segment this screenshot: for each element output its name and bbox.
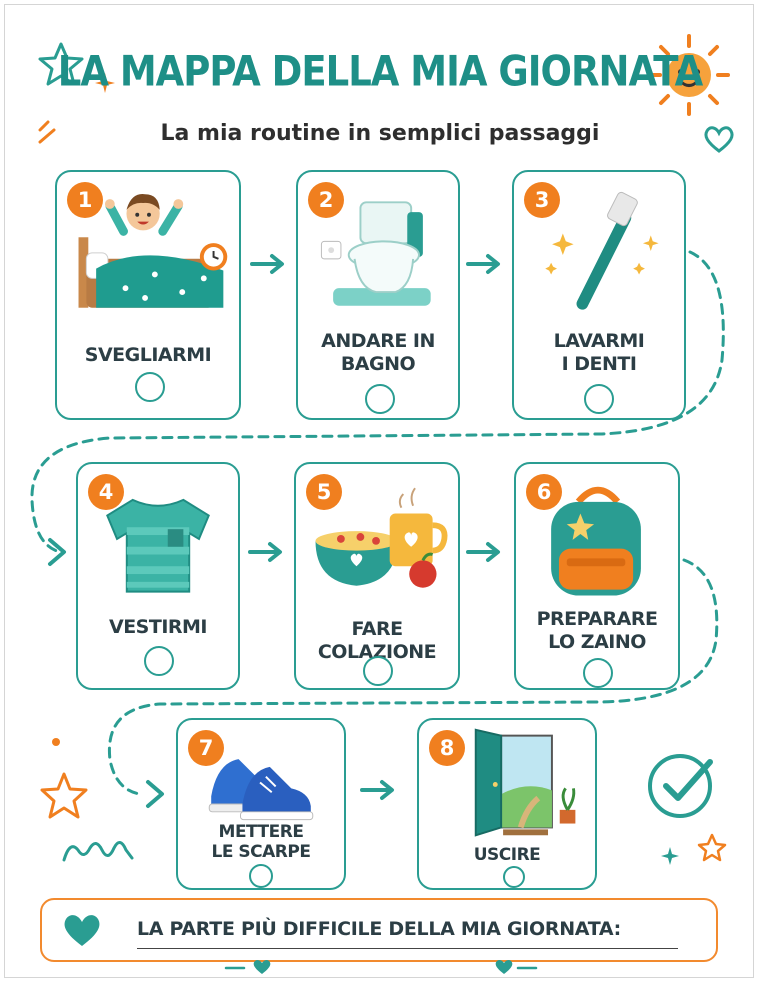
step-number-badge: 6 [526,474,562,510]
step-label-line: I DENTI [561,353,637,375]
hardest-part-box: LA PARTE PIÙ DIFFICILE DELLA MIA GIORNAT… [40,898,718,962]
sun-icon [648,34,730,116]
arrow-right-icon [360,780,394,800]
step-card-4: 4 VESTIRMI [76,462,240,690]
star-outline-icon [697,833,727,862]
step-label: ANDARE IN BAGNO [298,330,458,376]
step-number-badge: 4 [88,474,124,510]
heart-outline-icon [704,126,734,153]
step-card-6: 6 PREPARARE LO ZAINO [514,462,680,690]
step-label-line: BAGNO [340,353,416,375]
heart-icon [64,915,100,946]
star-outline-icon [38,42,84,86]
step-checkbox[interactable] [249,864,273,888]
swirl-icon [62,841,134,862]
page-subtitle: La mia routine in semplici passaggi [160,121,600,146]
step-card-8: 8 USCIRE [417,718,597,890]
step-number-badge: 8 [429,730,465,766]
step-checkbox[interactable] [503,866,525,888]
step-label-line: LAVARMI [553,330,645,352]
step-number-badge: 3 [524,182,560,218]
step-label-line: ANDARE IN [321,330,435,352]
waking-child-illustration [78,194,228,308]
step-label-line: SVEGLIARMI [84,344,212,366]
step-card-7: 7 METTERE LE SCARPE [176,718,346,890]
step-label: USCIRE [419,844,595,867]
step-label-line: USCIRE [473,845,541,865]
arrow-right-icon [466,542,500,562]
page-title: LA MAPPA DELLA MIA GIORNATA [57,47,703,96]
dot-icon [52,738,60,746]
step-label: SVEGLIARMI [57,344,239,367]
step-label-line: LO ZAINO [548,631,646,653]
hardest-part-answer-line[interactable] [137,948,678,949]
step-label: VESTIRMI [78,616,238,639]
sparkle-icon [661,847,679,865]
step-number-badge: 1 [67,182,103,218]
toothbrush-illustration [545,191,659,310]
step-number-badge: 7 [188,730,224,766]
step-checkbox[interactable] [365,384,395,414]
step-checkbox[interactable] [584,384,614,414]
sparkle-icon [95,73,115,93]
step-checkbox[interactable] [583,658,613,688]
arrow-right-icon [466,254,500,274]
star-outline-icon [40,772,88,819]
open-door-illustration [474,728,576,837]
step-number-badge: 5 [306,474,342,510]
step-label-line: METTERE [218,822,304,842]
arrow-right-icon [248,542,282,562]
sneakers-illustration [208,759,314,821]
page-frame [4,4,754,978]
step-label-line: PREPARARE [536,608,658,630]
step-label: METTERE LE SCARPE [178,822,344,862]
step-checkbox[interactable] [144,646,174,676]
backpack-illustration [551,486,641,596]
dash-marks-icon [38,120,56,144]
step-checkbox[interactable] [135,372,165,402]
step-card-3: 3 LAVARMI I DENTI [512,170,686,420]
breakfast-illustration [315,487,448,588]
step-card-5: 5 FARE COLAZIONE [294,462,460,690]
tshirt-illustration [106,498,210,593]
hardest-part-label: LA PARTE PIÙ DIFFICILE DELLA MIA GIORNAT… [137,918,621,940]
step-card-2: 2 ANDARE IN BAGNO [296,170,460,420]
step-label: PREPARARE LO ZAINO [516,608,678,654]
arrow-right-icon [250,254,284,274]
step-number-badge: 2 [308,182,344,218]
checkmark-circle-icon [648,754,713,818]
heart-divider-icon [224,959,538,974]
step-card-1: 1 SVEGLIARMI [55,170,241,420]
step-label-line: LE SCARPE [211,842,311,862]
step-checkbox[interactable] [363,656,393,686]
step-label-line: VESTIRMI [108,616,208,638]
step-label: LAVARMI I DENTI [514,330,684,376]
step-label: FARE COLAZIONE [296,618,458,664]
toilet-illustration [320,201,431,306]
step-label-line: FARE COLAZIONE [317,618,437,663]
